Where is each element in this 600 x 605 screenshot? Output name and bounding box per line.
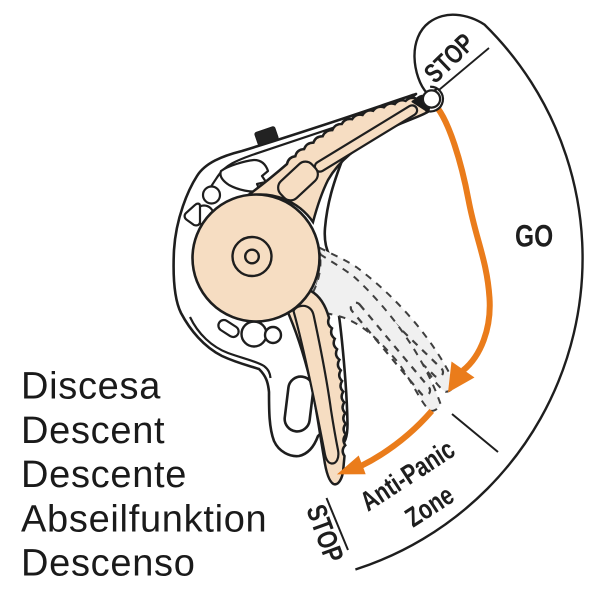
svg-text:Descent: Descent [21,410,165,452]
svg-text:Descente: Descente [21,454,187,496]
svg-text:Abseilfunktion: Abseilfunktion [21,498,267,540]
svg-text:GO: GO [515,218,553,254]
svg-text:Descenso: Descenso [21,543,196,585]
svg-text:Discesa: Discesa [21,366,161,408]
